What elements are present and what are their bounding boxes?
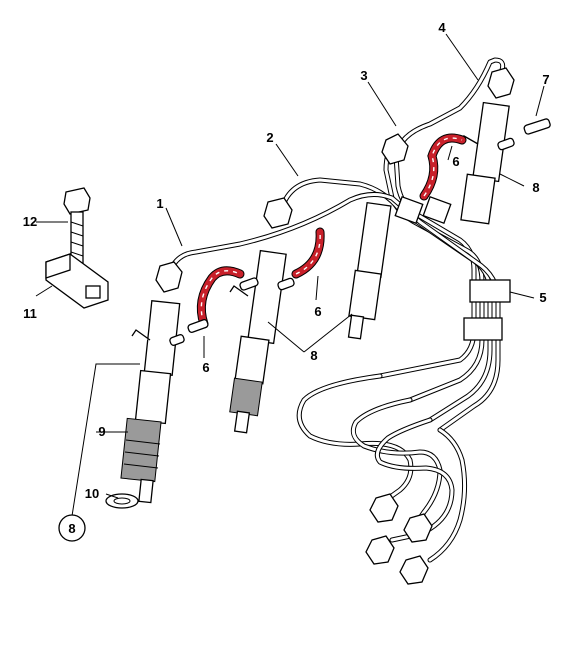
callout-6-centre: 6: [314, 304, 321, 319]
callout-9: 9: [98, 424, 105, 439]
callout-labels: 1 2 3 4 5 6 6 6 7 8 8 9 10 11 12 8: [23, 20, 550, 542]
injector-clamp: [45, 253, 109, 309]
sealing-washer-hole: [113, 497, 131, 505]
callout-3: 3: [360, 68, 367, 83]
leak-off-pipes: [196, 133, 467, 329]
callout-8-circled: 8: [68, 521, 75, 536]
clamp-bolt: [63, 187, 91, 267]
callout-6-left: 6: [202, 360, 209, 375]
injector-centre-right: [347, 201, 392, 340]
pump-union-nuts: [365, 493, 433, 585]
injector-union-nuts: [155, 67, 515, 293]
callout-5: 5: [539, 290, 546, 305]
injector-front-left: [120, 300, 181, 504]
callout-8-right: 8: [532, 180, 539, 195]
callout-4: 4: [438, 20, 446, 35]
callout-11: 11: [23, 306, 37, 321]
leader-lines: [35, 33, 545, 517]
callout-8-circle: [58, 514, 86, 542]
callout-7: 7: [542, 72, 549, 87]
callout-8-centre: 8: [310, 348, 317, 363]
pipe-clamps: [394, 196, 511, 341]
callout-6-right: 6: [452, 154, 459, 169]
callout-1: 1: [156, 196, 163, 211]
callout-10: 10: [85, 486, 99, 501]
injector-centre: [229, 249, 287, 434]
injector-pipes: [167, 57, 506, 563]
callout-2: 2: [266, 130, 273, 145]
callout-12: 12: [23, 214, 37, 229]
blanking-plug: [523, 118, 551, 135]
leak-off-connectors: [169, 137, 515, 346]
injector-rear-right: [460, 101, 510, 225]
